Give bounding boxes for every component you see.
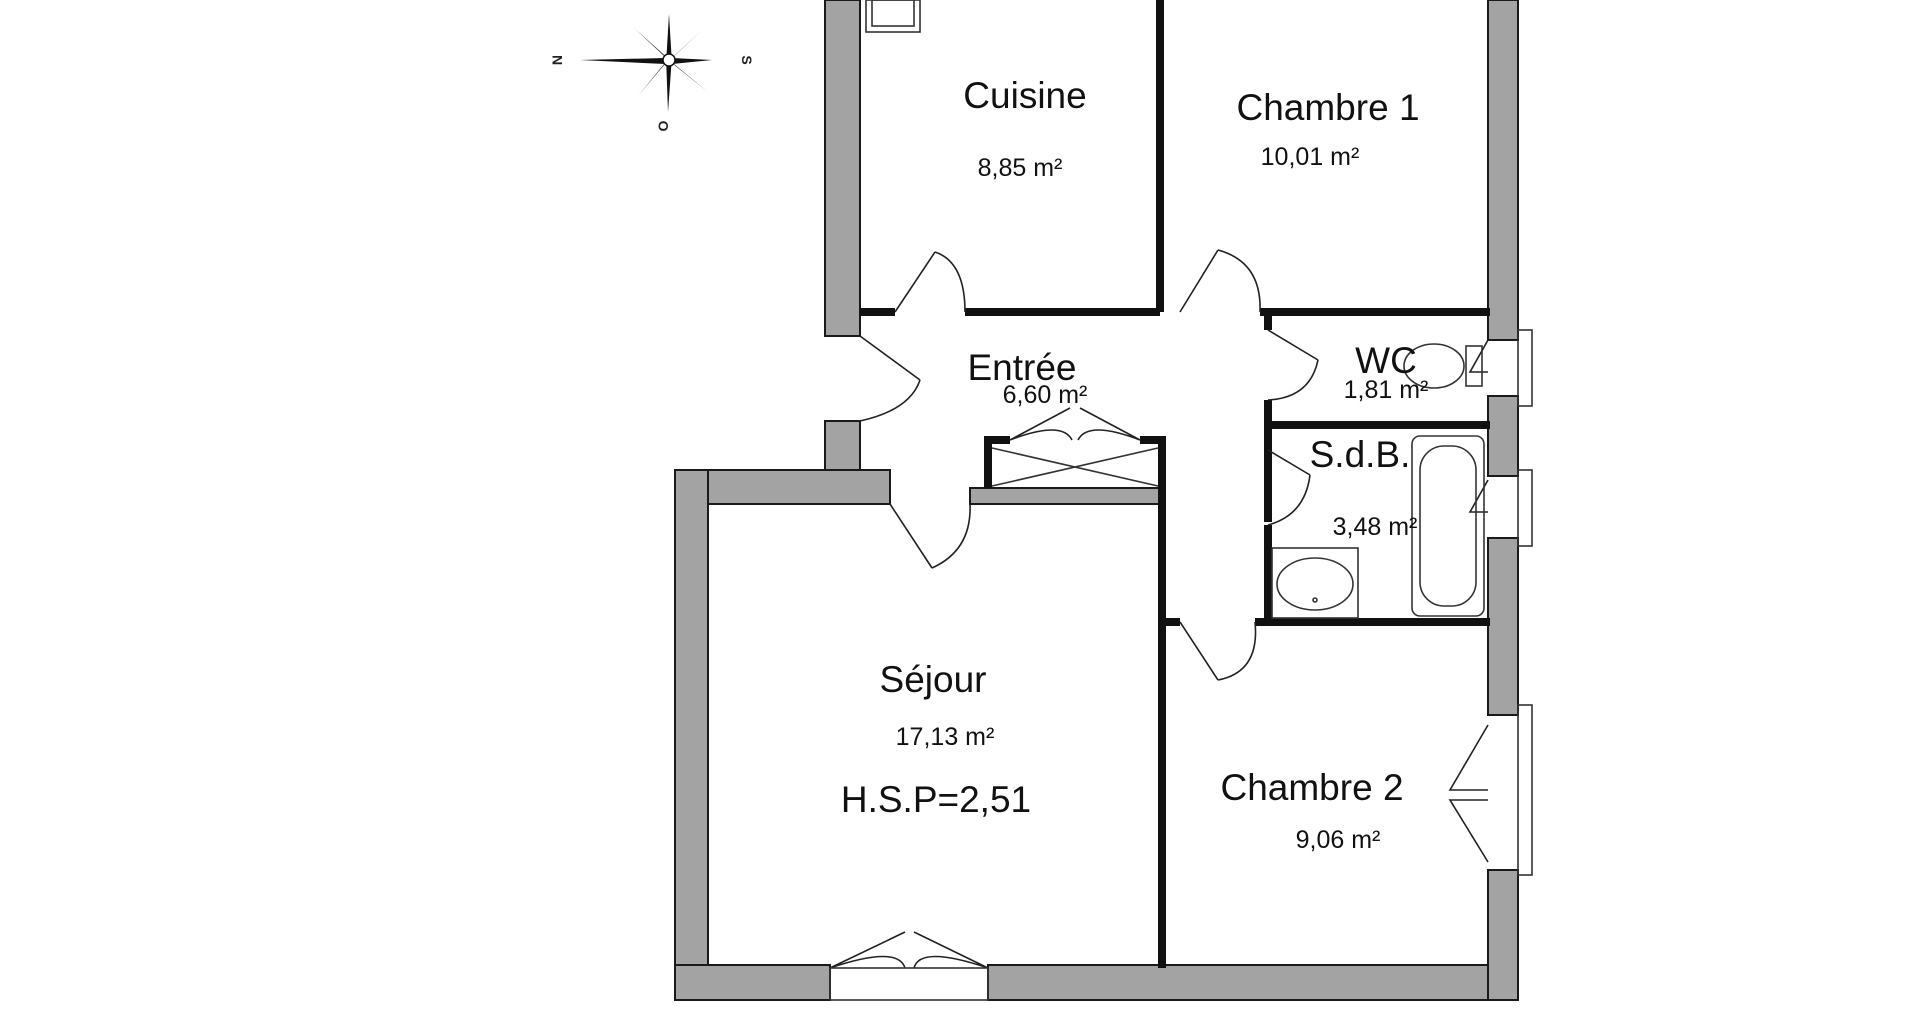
door-sdb [1267,449,1311,526]
wall-south-east [987,964,1519,1001]
compass-rose: N S O [549,14,755,131]
room-name-entree: Entrée [967,347,1076,388]
door-entrance [859,335,921,422]
window-sdb-leaf [1468,479,1489,513]
room-name-chambre1: Chambre 1 [1236,87,1419,128]
window-chambre2-leaf-1 [1448,724,1489,791]
windows [829,329,1533,1001]
room-area-sdb: 3,48 m² [1333,513,1418,541]
compass-diag-2 [668,60,708,92]
compass-diag-1 [634,28,670,60]
wall-east-3 [1487,537,1519,716]
interior-partitions [860,0,1490,968]
door-sejour-window [829,931,989,969]
room-area-cuisine: 8,85 m² [978,154,1063,182]
sink-kitchen-inner [871,0,915,27]
door-chambre2 [1179,621,1257,681]
wall-sejour-west [674,469,709,1001]
compass-arrow-south [672,58,712,64]
window-wc-leaf [1468,339,1489,373]
bathtub [1411,435,1485,617]
compass-diag-3 [668,30,702,62]
compass-label-north: N [549,55,565,65]
window-wc [1517,329,1533,407]
sink-kitchen [865,0,921,33]
ceiling-height: H.S.P=2,51 [841,779,1031,820]
window-sejour [829,967,989,1001]
room-name-sejour: Séjour [880,659,987,700]
closet-door-left [1009,407,1073,441]
door-chambre1 [1179,249,1261,313]
compass-arrow-east [666,14,672,64]
wall-sejour-north [674,469,891,505]
washbasin [1271,547,1359,619]
wall-east-1 [1487,0,1519,341]
closet [984,407,1166,488]
exterior-walls [674,0,1519,1001]
wc-toilet [1403,343,1465,389]
wc-tank [1465,345,1483,387]
wall-east-4 [1487,869,1519,1001]
room-area-sejour: 17,13 m² [896,723,995,751]
closet-diag-2 [991,447,1159,487]
washbasin-drain [1312,597,1318,603]
window-chambre2-leaf-2 [1448,799,1489,863]
washbasin-bowl [1276,557,1354,611]
room-area-wc: 1,81 m² [1344,376,1429,404]
bathtub-inner [1419,445,1477,607]
wall-south-west [674,964,831,1001]
door-wc [1267,329,1319,401]
door-kitchen [894,251,966,313]
wall-sejour-north-east [969,487,1163,505]
room-name-chambre2: Chambre 2 [1220,767,1403,808]
compass-diag-4 [638,58,670,96]
room-area-chambre1: 10,01 m² [1261,143,1360,171]
compass-label-south: S [739,55,755,64]
doors [829,249,1319,969]
window-chambre2 [1517,704,1533,876]
room-area-chambre2: 9,06 m² [1296,826,1381,854]
wall-kitchen-west [824,0,861,337]
window-sdb [1517,469,1533,547]
closet-door-right [1077,407,1141,441]
fixtures [865,0,1485,619]
room-name-sdb: S.d.B. [1310,434,1411,475]
compass-label-west: O [655,120,671,131]
compass-arrow-west [666,56,672,112]
door-sejour [889,503,971,569]
room-area-entree: 6,60 m² [1003,381,1088,409]
wall-east-2 [1487,395,1519,477]
room-name-cuisine: Cuisine [963,75,1086,116]
compass-arrow-north [580,58,665,64]
compass-center [662,53,676,67]
room-name-wc: WC [1355,340,1417,381]
room-labels: Cuisine 8,85 m² Chambre 1 10,01 m² Entré… [841,75,1429,854]
